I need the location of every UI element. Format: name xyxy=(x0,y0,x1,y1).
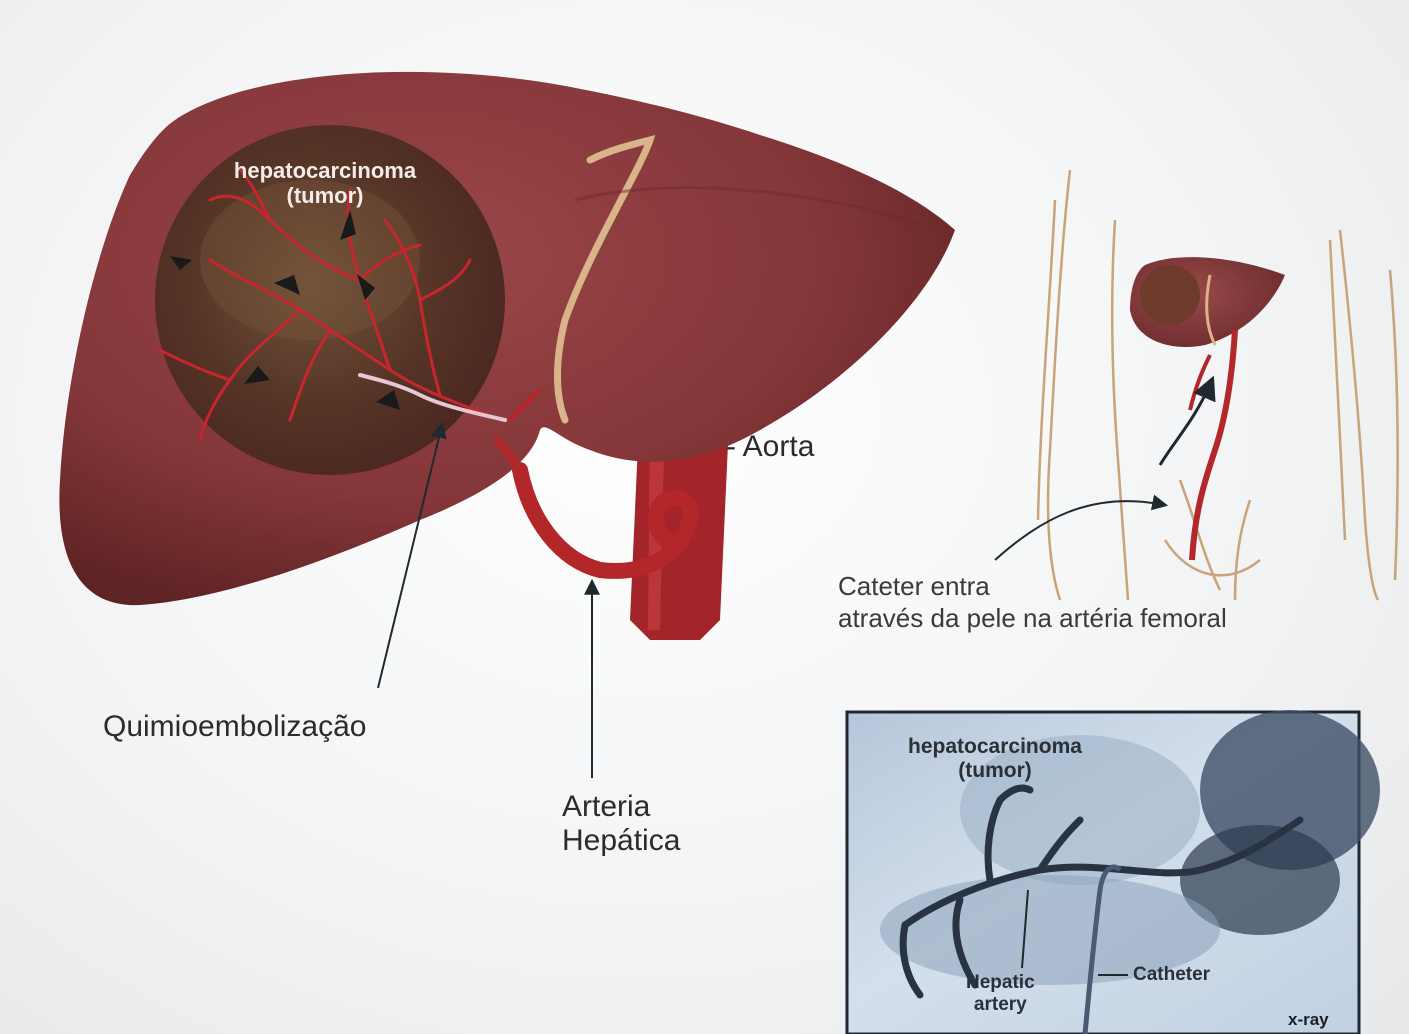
catheter-entry-arrow xyxy=(1160,380,1212,465)
xray-tag: x-ray xyxy=(1288,1010,1329,1030)
femoral-artery xyxy=(1192,330,1235,560)
xray-tumor-line1: hepatocarcinoma xyxy=(870,735,1120,759)
xray-tumor-line2: (tumor) xyxy=(870,759,1120,783)
tumor-label: hepatocarcinoma (tumor) xyxy=(190,158,460,209)
tumor-label-line2: (tumor) xyxy=(190,183,460,208)
tumor-label-line1: hepatocarcinoma xyxy=(190,158,460,183)
catheter-entry-line1: Cateter entra xyxy=(838,570,1227,602)
aorta-label: - Aorta xyxy=(726,430,814,464)
xray-tumor-label: hepatocarcinoma (tumor) xyxy=(870,735,1120,783)
catheter-entry-line2: através da pele na artéria femoral xyxy=(838,602,1227,634)
xray-catheter-label: Catheter xyxy=(1133,964,1210,986)
xray-hepatic-artery-label: Hepatic artery xyxy=(966,972,1035,1016)
xray-hepatic-line1: Hepatic xyxy=(966,972,1035,994)
hepatic-artery-label: Arteria Hepática xyxy=(562,790,680,858)
catheter-pointer xyxy=(995,501,1165,560)
xray-hepatic-line2: artery xyxy=(966,994,1035,1016)
body-outline-inset xyxy=(1038,170,1398,600)
hepatic-artery-line1: Arteria xyxy=(562,790,680,824)
small-liver xyxy=(1130,257,1285,560)
hepatic-artery-line2: Hepática xyxy=(562,824,680,858)
chemoembolization-label: Quimioembolização xyxy=(103,710,366,744)
catheter-entry-label: Cateter entra através da pele na artéria… xyxy=(838,570,1227,634)
